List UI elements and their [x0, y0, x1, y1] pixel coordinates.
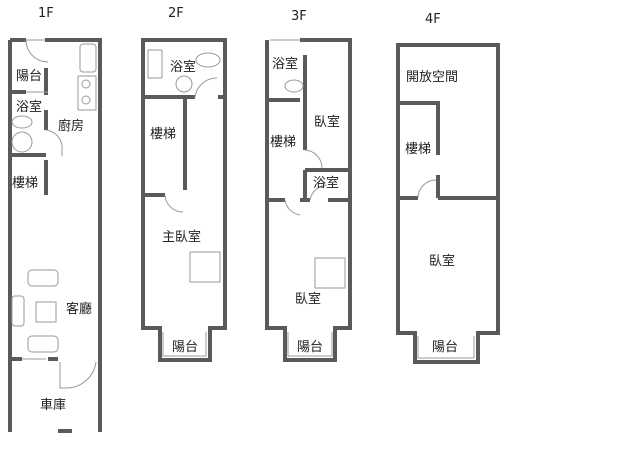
room-label: 陽台 — [16, 69, 42, 84]
room-label: 陽台 — [432, 340, 458, 355]
floor-2f: 2F 浴室 樓梯 主臥室 陽台 — [141, 6, 227, 362]
room-label: 臥室 — [314, 114, 340, 130]
floor-1f: 1F 陽台 浴室 廚房 樓梯 客廳 車庫 — [8, 6, 102, 433]
floor-3f: 3F 浴室 臥室 樓梯 浴室 臥室 陽台 — [265, 9, 352, 362]
room-label: 浴室 — [170, 59, 196, 75]
floor-label: 1F — [38, 6, 54, 21]
room-label: 浴室 — [272, 56, 298, 72]
room-label: 浴室 — [16, 99, 42, 115]
room-label: 陽台 — [297, 340, 323, 355]
floor-label: 3F — [291, 9, 307, 24]
room-label: 臥室 — [429, 253, 455, 269]
floor-4f: 4F 開放空間 樓梯 臥室 陽台 — [396, 12, 500, 364]
room-label: 主臥室 — [162, 229, 201, 245]
room-label: 樓梯 — [150, 127, 176, 142]
floor-label: 2F — [168, 6, 184, 21]
room-label: 樓梯 — [12, 176, 38, 191]
room-label: 客廳 — [66, 301, 92, 317]
room-label: 廚房 — [58, 118, 84, 134]
floor-label: 4F — [425, 12, 441, 27]
room-label: 樓梯 — [405, 142, 431, 157]
room-label: 車庫 — [40, 398, 66, 413]
room-label: 樓梯 — [270, 135, 296, 150]
room-label: 開放空間 — [406, 70, 458, 85]
room-label: 浴室 — [313, 175, 339, 191]
room-label: 臥室 — [295, 291, 321, 307]
room-label: 陽台 — [172, 340, 198, 355]
